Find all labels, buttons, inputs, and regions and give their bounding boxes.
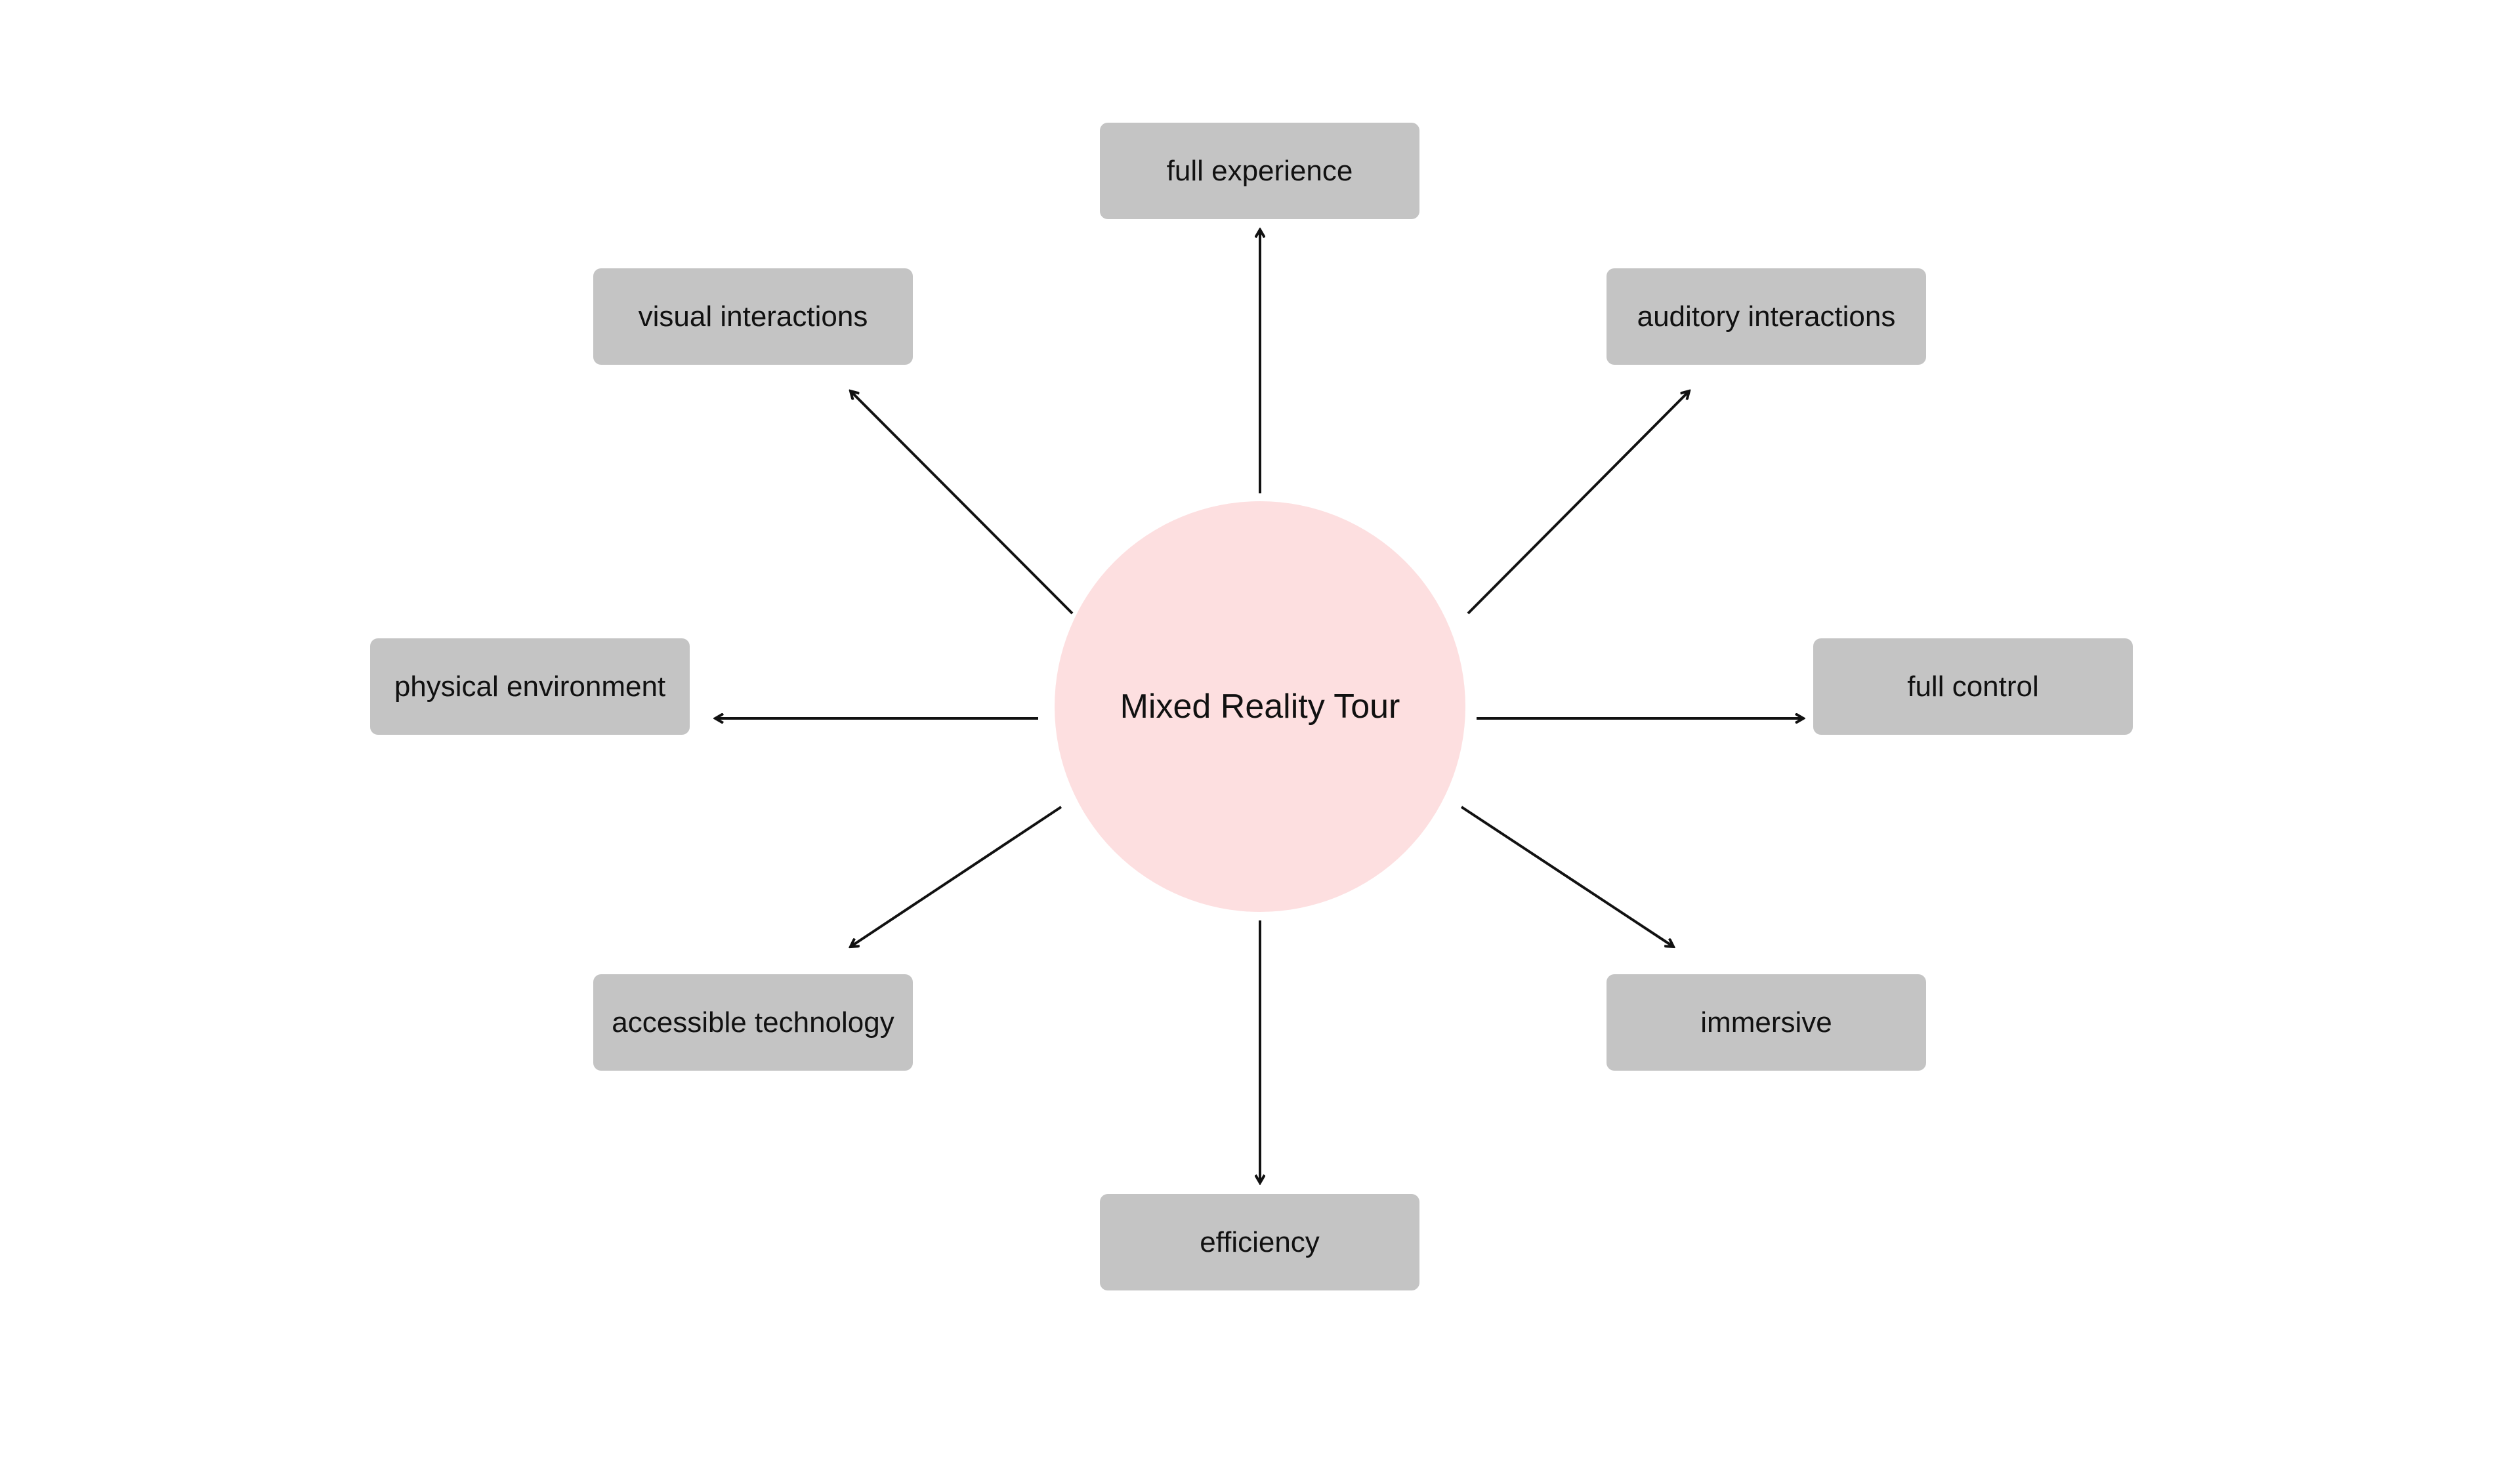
node-efficiency: efficiency: [1100, 1194, 1419, 1290]
node-label: immersive: [1700, 1006, 1832, 1039]
arrow-to-accessible-technology: [850, 806, 1062, 947]
node-label: efficiency: [1200, 1226, 1320, 1258]
arrow-to-immersive: [1460, 806, 1673, 947]
node-full-experience: full experience: [1100, 123, 1419, 219]
node-accessible-technology: accessible technology: [593, 974, 913, 1071]
node-label: visual interactions: [638, 300, 868, 333]
node-physical-environment: physical environment: [370, 638, 690, 735]
center-node: Mixed Reality Tour: [1055, 501, 1465, 912]
arrow-to-auditory-interactions: [1467, 391, 1689, 615]
node-label: full control: [1907, 670, 2039, 703]
node-label: physical environment: [394, 670, 666, 703]
node-label: auditory interactions: [1637, 300, 1896, 333]
node-label: accessible technology: [612, 1006, 894, 1039]
node-full-control: full control: [1813, 638, 2133, 735]
node-label: full experience: [1166, 154, 1353, 187]
node-immersive: immersive: [1606, 974, 1926, 1071]
arrow-to-visual-interactions: [850, 391, 1074, 615]
node-auditory-interactions: auditory interactions: [1606, 268, 1926, 365]
center-node-label: Mixed Reality Tour: [1120, 688, 1400, 726]
node-visual-interactions: visual interactions: [593, 268, 913, 365]
